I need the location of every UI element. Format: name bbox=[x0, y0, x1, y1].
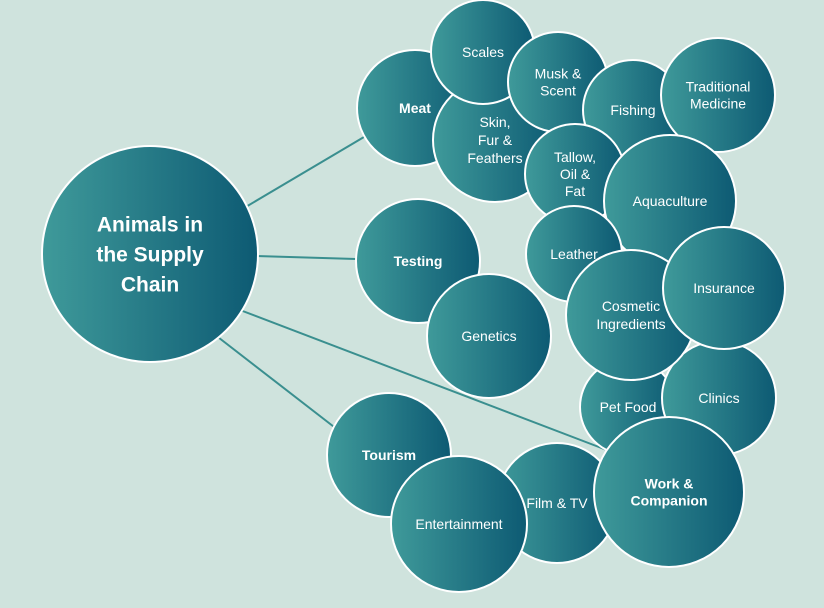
connector-work bbox=[239, 309, 613, 453]
bubble-tallow-oil-fat-label: Fat bbox=[565, 183, 585, 199]
bubble-work-companion-circle bbox=[593, 416, 745, 568]
bubble-cosmetic-ingredients-label: Cosmetic bbox=[602, 298, 660, 314]
bubble-pet-food-label: Pet Food bbox=[600, 399, 657, 415]
bubble-meat-label: Meat bbox=[399, 100, 431, 116]
bubble-aquaculture-label: Aquaculture bbox=[633, 193, 708, 209]
bubble-hub-label: the Supply bbox=[96, 244, 204, 267]
bubble-work-companion-label: Companion bbox=[631, 493, 708, 509]
bubble-traditional-medicine-label: Medicine bbox=[690, 96, 746, 112]
bubble-tourism-label: Tourism bbox=[362, 447, 416, 463]
bubble-insurance-circle bbox=[662, 226, 786, 350]
bubble-traditional-medicine-label: Traditional bbox=[686, 79, 751, 95]
bubble-cosmetic-ingredients-label: Ingredients bbox=[596, 316, 665, 332]
bubble-testing-label: Testing bbox=[394, 253, 443, 269]
bubble-genetics-label: Genetics bbox=[461, 328, 516, 344]
bubble-insurance: Insurance bbox=[662, 226, 786, 350]
bubble-hub-label: Animals in bbox=[97, 214, 203, 237]
connector-lines bbox=[213, 136, 613, 453]
bubble-leather-label: Leather bbox=[550, 246, 598, 262]
bubble-tallow-oil-fat-label: Tallow, bbox=[554, 149, 596, 165]
bubble-musk-scent-label: Scent bbox=[540, 83, 576, 99]
connector-tourism bbox=[213, 333, 339, 431]
connector-meat bbox=[243, 136, 365, 209]
bubble-entertainment-label: Entertainment bbox=[415, 516, 502, 532]
bubble-hub-circle bbox=[41, 145, 259, 363]
bubble-genetics: Genetics bbox=[426, 273, 552, 399]
bubble-musk-scent-label: Musk & bbox=[535, 66, 582, 82]
bubble-hub-label: Chain bbox=[121, 274, 179, 297]
bubble-genetics-circle bbox=[426, 273, 552, 399]
bubble-work-companion: Work &Companion bbox=[593, 416, 745, 568]
bubble-skin-fur-feathers-label: Skin, bbox=[479, 114, 510, 130]
bubble-work-companion-label: Work & bbox=[645, 476, 694, 492]
bubble-film-tv-label: Film & TV bbox=[526, 495, 588, 511]
connector-testing bbox=[255, 255, 357, 260]
bubble-tallow-oil-fat-label: Oil & bbox=[560, 166, 591, 182]
bubble-skin-fur-feathers-label: Feathers bbox=[467, 150, 522, 166]
bubble-traditional-medicine-circle bbox=[660, 37, 776, 153]
bubble-fishing-label: Fishing bbox=[610, 102, 655, 118]
bubble-entertainment: Entertainment bbox=[390, 455, 528, 593]
bubble-clinics-label: Clinics bbox=[698, 390, 739, 406]
bubble-entertainment-circle bbox=[390, 455, 528, 593]
bubble-skin-fur-feathers-label: Fur & bbox=[478, 132, 513, 148]
bubble-scales-label: Scales bbox=[462, 44, 504, 60]
bubble-insurance-label: Insurance bbox=[693, 280, 755, 296]
